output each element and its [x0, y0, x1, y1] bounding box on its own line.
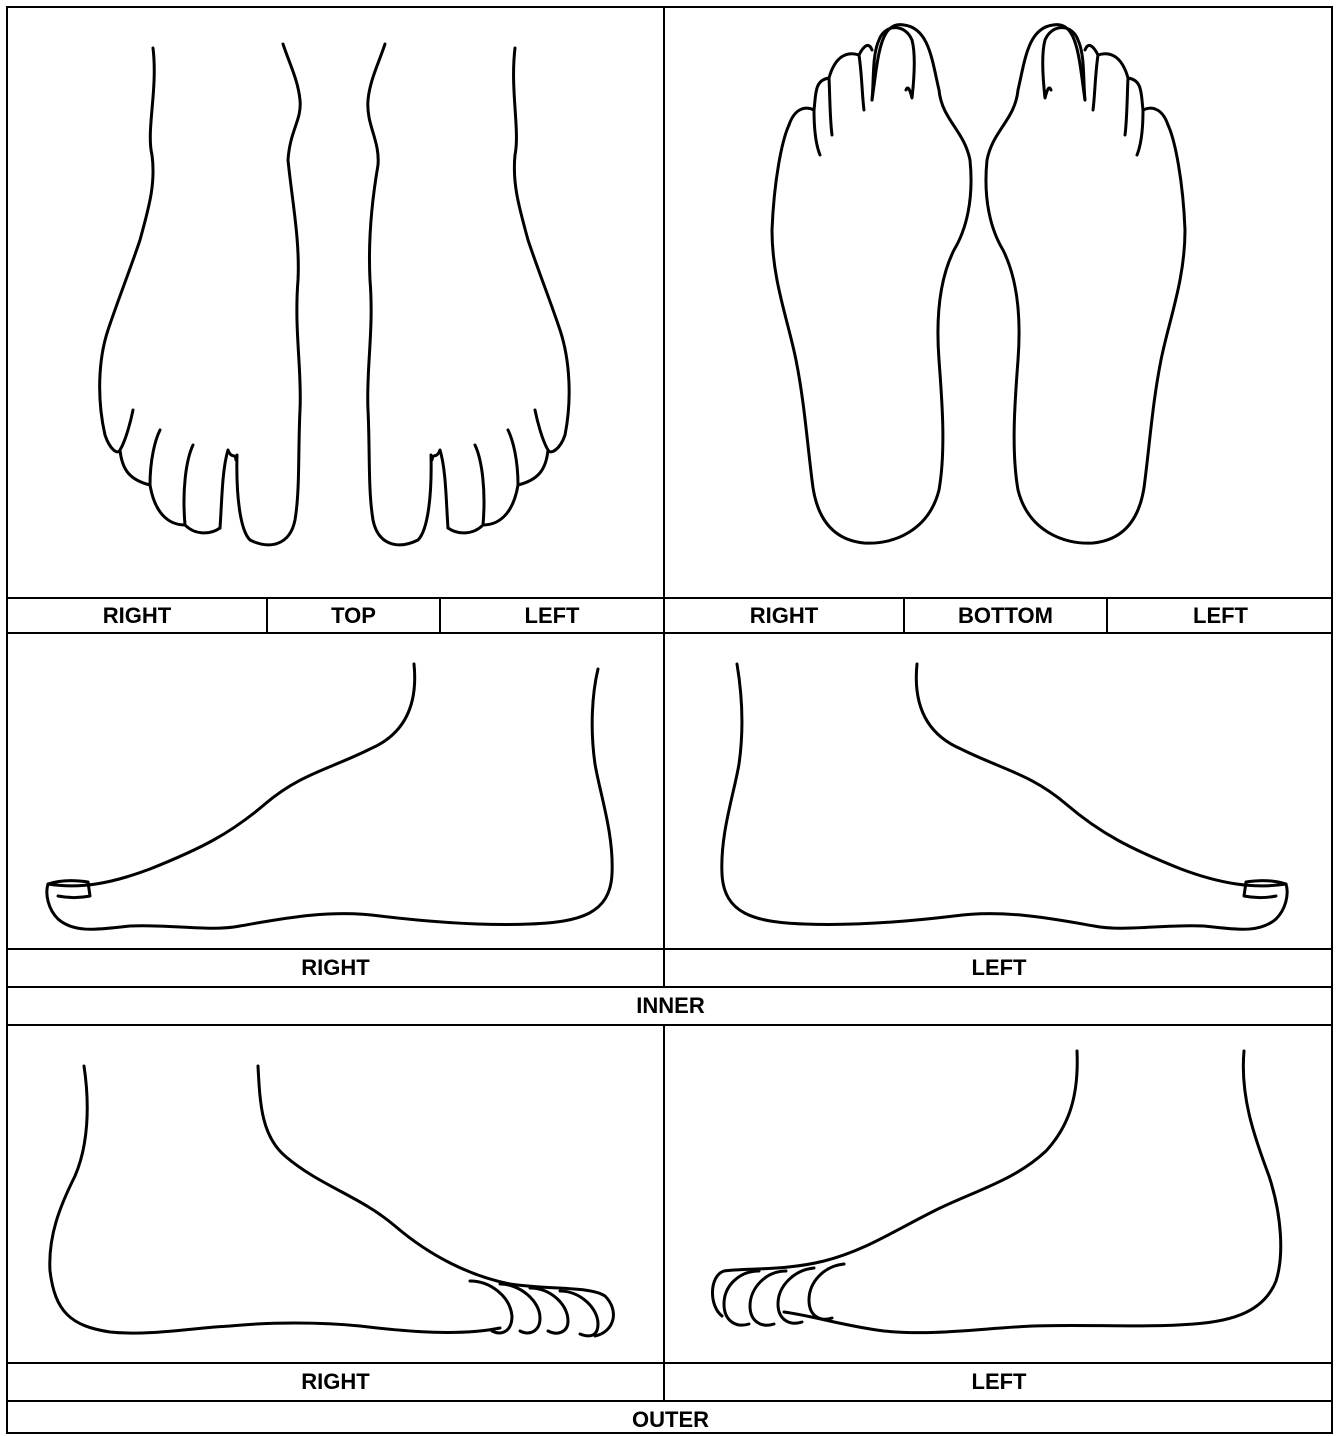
bottom-view-label: BOTTOM [905, 599, 1106, 632]
row-divider-3 [6, 948, 1333, 950]
top-right-label: RIGHT [8, 599, 266, 632]
outer-left-label: LEFT [665, 1365, 1333, 1398]
inner-right-foot-drawing [0, 634, 664, 948]
bottom-left-label: LEFT [1108, 599, 1333, 632]
right-foot-sole-outline [772, 25, 971, 544]
row-divider-7 [6, 1400, 1333, 1402]
top-left-label: LEFT [441, 599, 663, 632]
inner-left-foot-drawing [664, 634, 1334, 948]
top-view-feet-drawing [0, 0, 664, 597]
inner-right-label: RIGHT [8, 951, 663, 984]
bottom-right-label: RIGHT [665, 599, 903, 632]
outer-right-label: RIGHT [8, 1365, 663, 1398]
row-divider-4 [6, 986, 1333, 988]
inner-caption: INNER [8, 989, 1333, 1022]
bottom-view-feet-drawing [664, 0, 1334, 597]
outer-caption: OUTER [8, 1403, 1333, 1436]
right-foot-top-outline [100, 44, 301, 545]
outer-left-foot-drawing [664, 1026, 1334, 1362]
top-view-label: TOP [268, 599, 439, 632]
outer-right-foot-drawing [0, 1026, 664, 1362]
left-foot-top-outline [368, 44, 569, 545]
inner-left-label: LEFT [665, 951, 1333, 984]
left-foot-sole-outline [986, 25, 1185, 544]
row-divider-6 [6, 1362, 1333, 1364]
